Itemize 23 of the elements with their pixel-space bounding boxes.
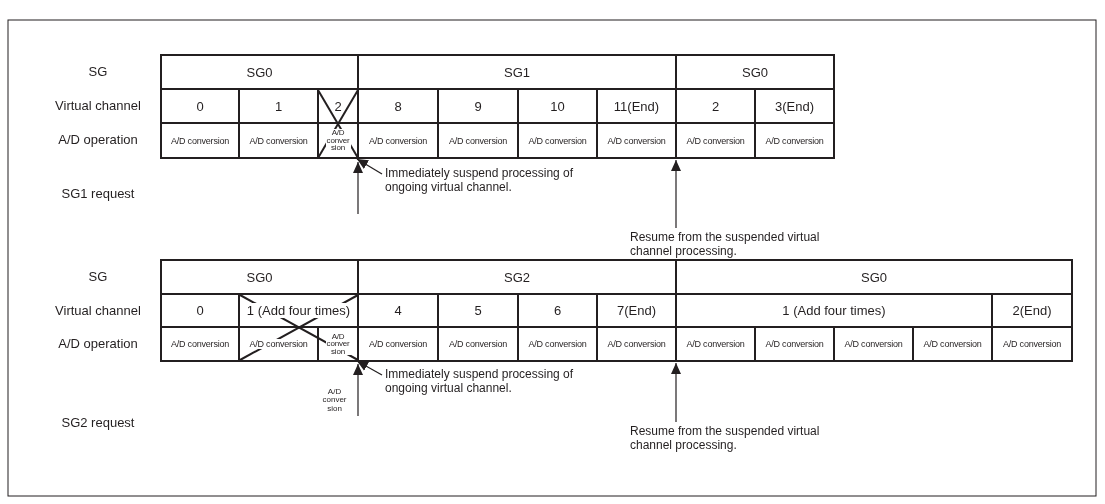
table-cell: A/D conversion bbox=[160, 122, 240, 159]
table-cell: SG0 bbox=[675, 259, 1073, 295]
table-cell: A/D conversion bbox=[160, 326, 240, 362]
annotation-text: Resume from the suspended virtual channel processing. bbox=[630, 230, 821, 258]
row-header: Virtual channel bbox=[54, 98, 142, 113]
leader-arrow bbox=[356, 360, 383, 376]
annotation-text: Resume from the suspended virtual channel processing. bbox=[630, 424, 821, 452]
operation-note: A/D conversion bbox=[322, 388, 347, 414]
leader-arrow bbox=[356, 158, 383, 175]
table-cell: SG0 bbox=[160, 54, 359, 90]
table-cell: SG0 bbox=[160, 259, 359, 295]
annotation-text: Immediately suspend processing of ongoing virtual channel. bbox=[385, 166, 575, 194]
row-header: SG1 request bbox=[60, 186, 136, 201]
table-cell: A/D conversion bbox=[991, 326, 1073, 362]
table-cell: A/D conversion bbox=[754, 122, 835, 159]
table-cell: SG0 bbox=[675, 54, 835, 90]
row-header: SG bbox=[87, 64, 109, 79]
annotation-text: Immediately suspend processing of ongoing virtual channel. bbox=[385, 367, 575, 395]
row-header: SG2 request bbox=[60, 415, 136, 430]
leader-arrow bbox=[671, 159, 681, 229]
row-header: Virtual channel bbox=[54, 303, 142, 318]
row-header: SG bbox=[87, 269, 109, 284]
leader-arrow bbox=[671, 362, 681, 423]
